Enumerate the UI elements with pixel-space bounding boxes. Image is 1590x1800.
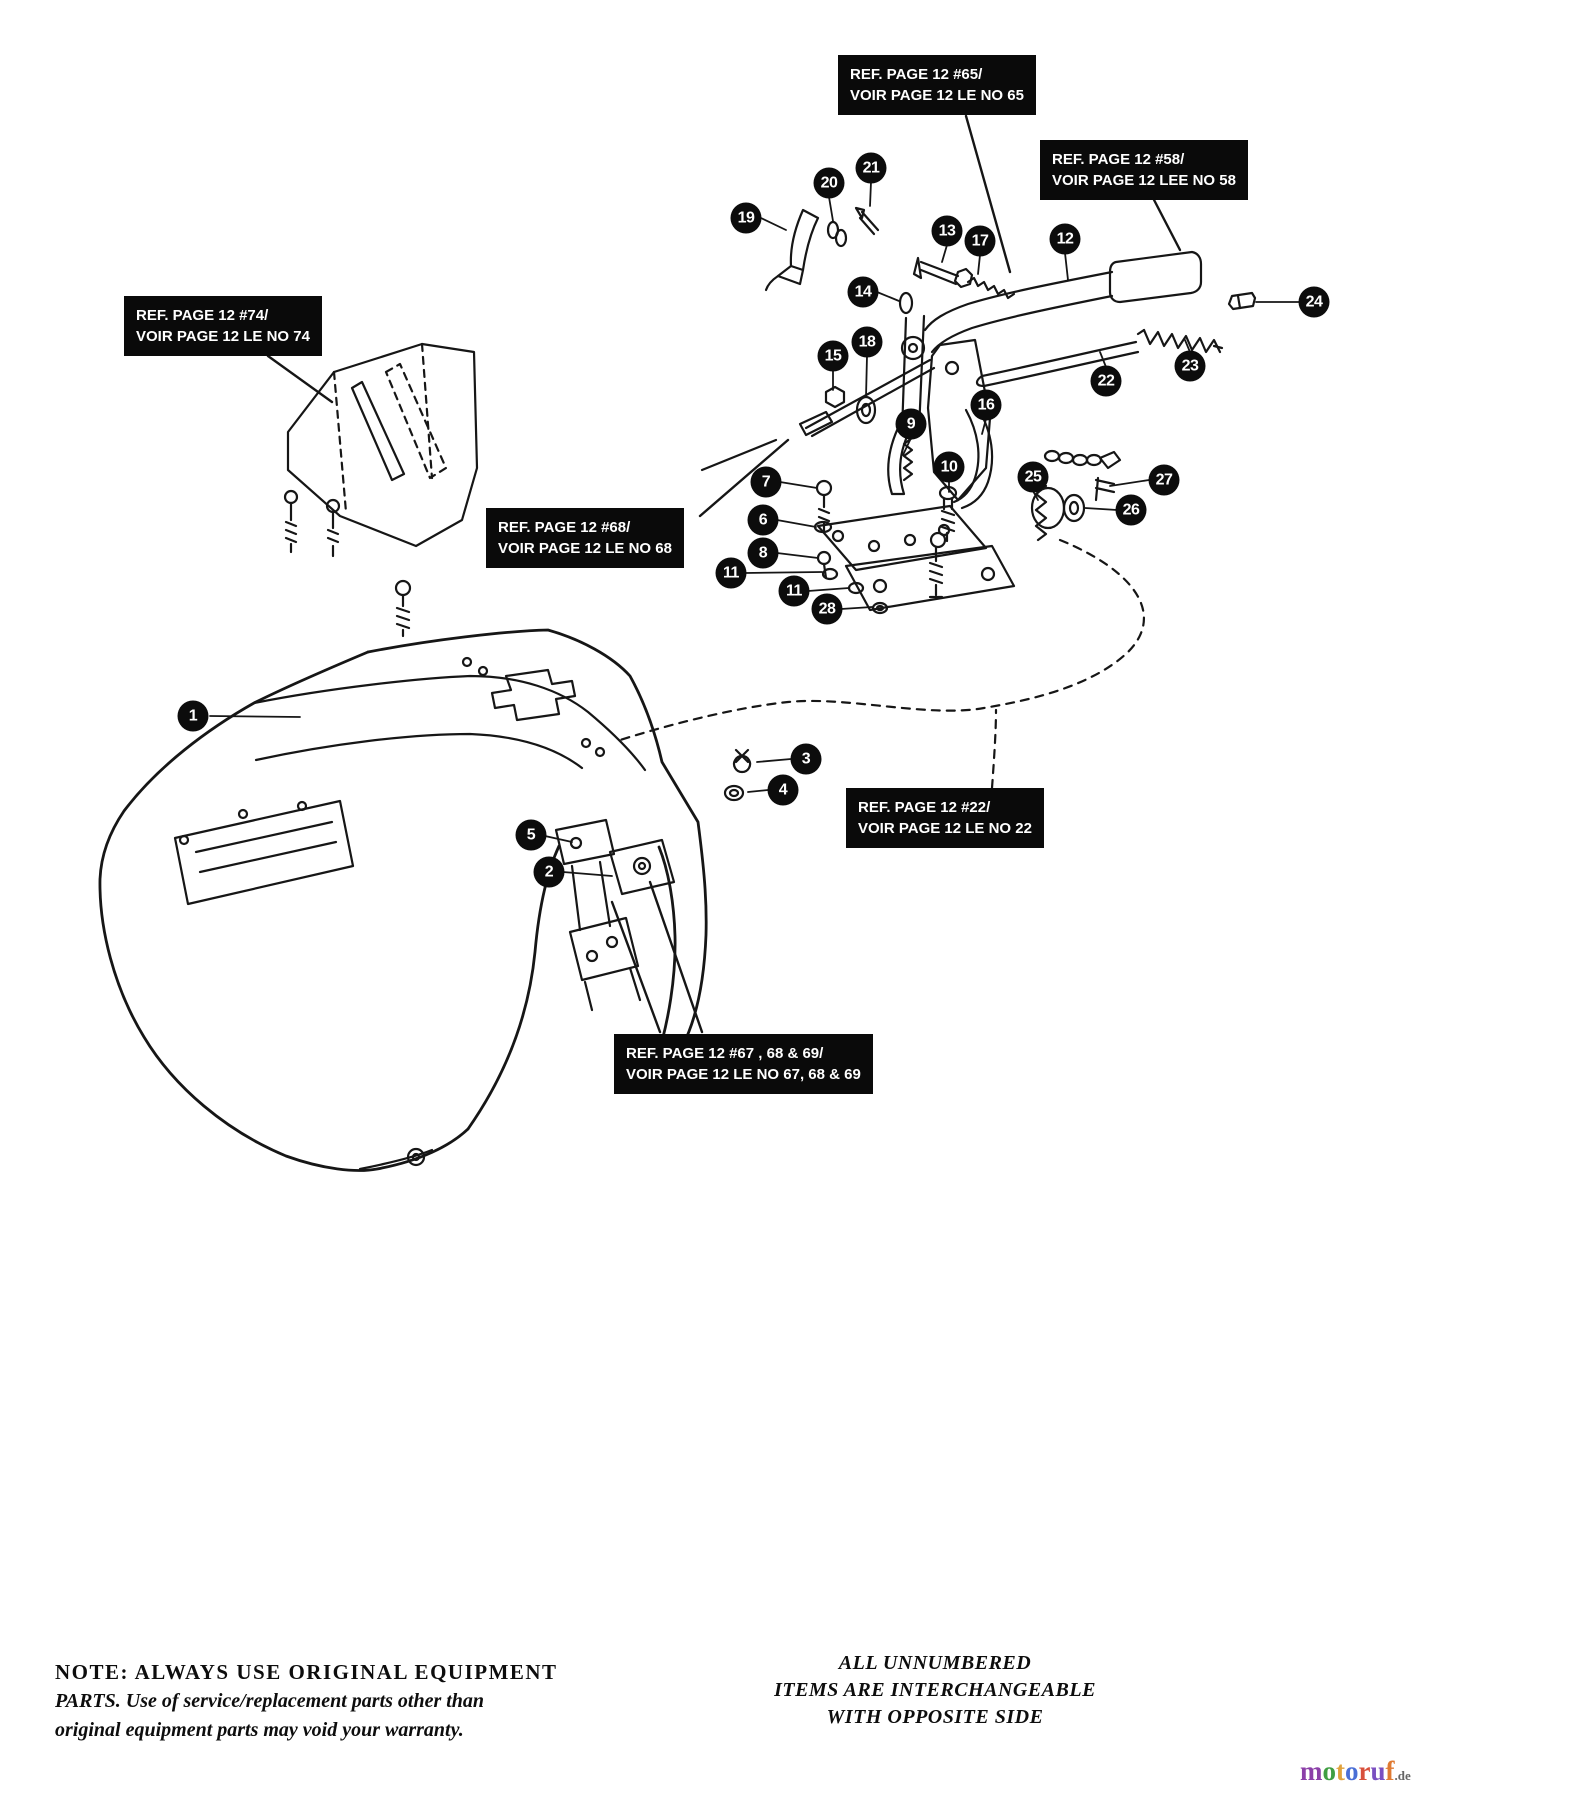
callout-4: 4 xyxy=(767,774,799,806)
ref-box-line: VOIR PAGE 12 LE NO 74 xyxy=(136,328,310,345)
ref-box-leaders xyxy=(266,114,1182,1034)
callout-14: 14 xyxy=(847,276,879,308)
callout-26: 26 xyxy=(1115,494,1147,526)
callout-12: 12 xyxy=(1049,223,1081,255)
watermark-letter: f xyxy=(1385,1756,1395,1786)
watermark-letter: m xyxy=(1300,1756,1323,1786)
ref-box-line: VOIR PAGE 12 LE NO 68 xyxy=(498,540,672,557)
watermark-letter: u xyxy=(1370,1756,1386,1786)
ref-box-line: REF. PAGE 12 #65/ xyxy=(850,66,983,83)
callout-20: 20 xyxy=(813,167,845,199)
callout-10: 10 xyxy=(933,451,965,483)
callout-24: 24 xyxy=(1298,286,1330,318)
original-equipment-note: NOTE: ALWAYS USE ORIGINAL EQUIPMENT PART… xyxy=(55,1658,675,1745)
callout-21: 21 xyxy=(855,152,887,184)
watermark-suffix: .de xyxy=(1394,1768,1411,1783)
fender-hinge-bracket xyxy=(554,748,752,1012)
callout-18: 18 xyxy=(851,326,883,358)
ref-box-page12-22: REF. PAGE 12 #22/ VOIR PAGE 12 LE NO 22 xyxy=(846,788,1044,848)
ref-box-page12-58: REF. PAGE 12 #58/ VOIR PAGE 12 LEE NO 58 xyxy=(1040,140,1248,200)
interchangeable-note: ALL UNNUMBERED ITEMS ARE INTERCHANGEABLE… xyxy=(735,1650,1135,1731)
ref-box-line: VOIR PAGE 12 LEE NO 58 xyxy=(1052,172,1236,189)
watermark-letter: o xyxy=(1345,1756,1359,1786)
callout-19: 19 xyxy=(730,202,762,234)
callout-1: 1 xyxy=(177,700,209,732)
watermark-letter: r xyxy=(1358,1756,1371,1786)
fender-detail xyxy=(173,656,647,1171)
callout-2: 2 xyxy=(533,856,565,888)
ref-box-page12-65: REF. PAGE 12 #65/ VOIR PAGE 12 LE NO 65 xyxy=(838,55,1036,115)
callout-27: 27 xyxy=(1148,464,1180,496)
callout-11a: 11 xyxy=(715,557,747,589)
callout-22: 22 xyxy=(1090,365,1122,397)
callout-23: 23 xyxy=(1174,350,1206,382)
callout-9: 9 xyxy=(895,408,927,440)
callout-8: 8 xyxy=(747,537,779,569)
motoruf-watermark-link[interactable]: motoruf.de xyxy=(1300,1756,1411,1787)
note-line: WITH OPPOSITE SIDE xyxy=(826,1706,1044,1728)
callout-3: 3 xyxy=(790,743,822,775)
ref-box-line: REF. PAGE 12 #58/ xyxy=(1052,151,1185,168)
note-line: PARTS. Use of service/replacement parts … xyxy=(55,1690,485,1712)
ref-box-line: REF. PAGE 12 #67 , 68 & 69/ xyxy=(626,1045,824,1062)
callout-13: 13 xyxy=(931,215,963,247)
ref-box-page12-68: REF. PAGE 12 #68/ VOIR PAGE 12 LE NO 68 xyxy=(486,508,684,568)
ref-box-line: REF. PAGE 12 #74/ xyxy=(136,307,269,324)
ref-box-page12-74: REF. PAGE 12 #74/ VOIR PAGE 12 LE NO 74 xyxy=(124,296,322,356)
callout-28: 28 xyxy=(811,593,843,625)
watermark-letter: t xyxy=(1336,1756,1345,1786)
note-line: NOTE: ALWAYS USE ORIGINAL EQUIPMENT xyxy=(55,1660,558,1684)
console xyxy=(283,342,479,638)
ref-box-line: REF. PAGE 12 #68/ xyxy=(498,519,631,536)
ref-box-line: REF. PAGE 12 #22/ xyxy=(858,799,991,816)
callout-11b: 11 xyxy=(778,575,810,607)
fender-outline xyxy=(98,628,708,1172)
callout-5: 5 xyxy=(515,819,547,851)
note-line: ITEMS ARE INTERCHANGEABLE xyxy=(774,1679,1096,1701)
callout-16: 16 xyxy=(970,389,1002,421)
watermark-letter: o xyxy=(1322,1756,1337,1786)
callout-7: 7 xyxy=(750,466,782,498)
ref-box-line: VOIR PAGE 12 LE NO 22 xyxy=(858,820,1032,837)
note-line: ALL UNNUMBERED xyxy=(838,1652,1032,1674)
callout-15: 15 xyxy=(817,340,849,372)
ref-box-line: VOIR PAGE 12 LE NO 67, 68 & 69 xyxy=(626,1066,861,1083)
callout-6: 6 xyxy=(747,504,779,536)
callout-25: 25 xyxy=(1017,461,1049,493)
callout-leaders xyxy=(209,181,1300,877)
ref-box-line: VOIR PAGE 12 LE NO 65 xyxy=(850,87,1024,104)
callout-17: 17 xyxy=(964,225,996,257)
control-linkage xyxy=(700,206,1257,615)
note-line: original equipment parts may void your w… xyxy=(55,1719,464,1741)
dashed-cable xyxy=(618,538,1146,790)
ref-box-page12-67-68-69: REF. PAGE 12 #67 , 68 & 69/ VOIR PAGE 12… xyxy=(614,1034,873,1094)
